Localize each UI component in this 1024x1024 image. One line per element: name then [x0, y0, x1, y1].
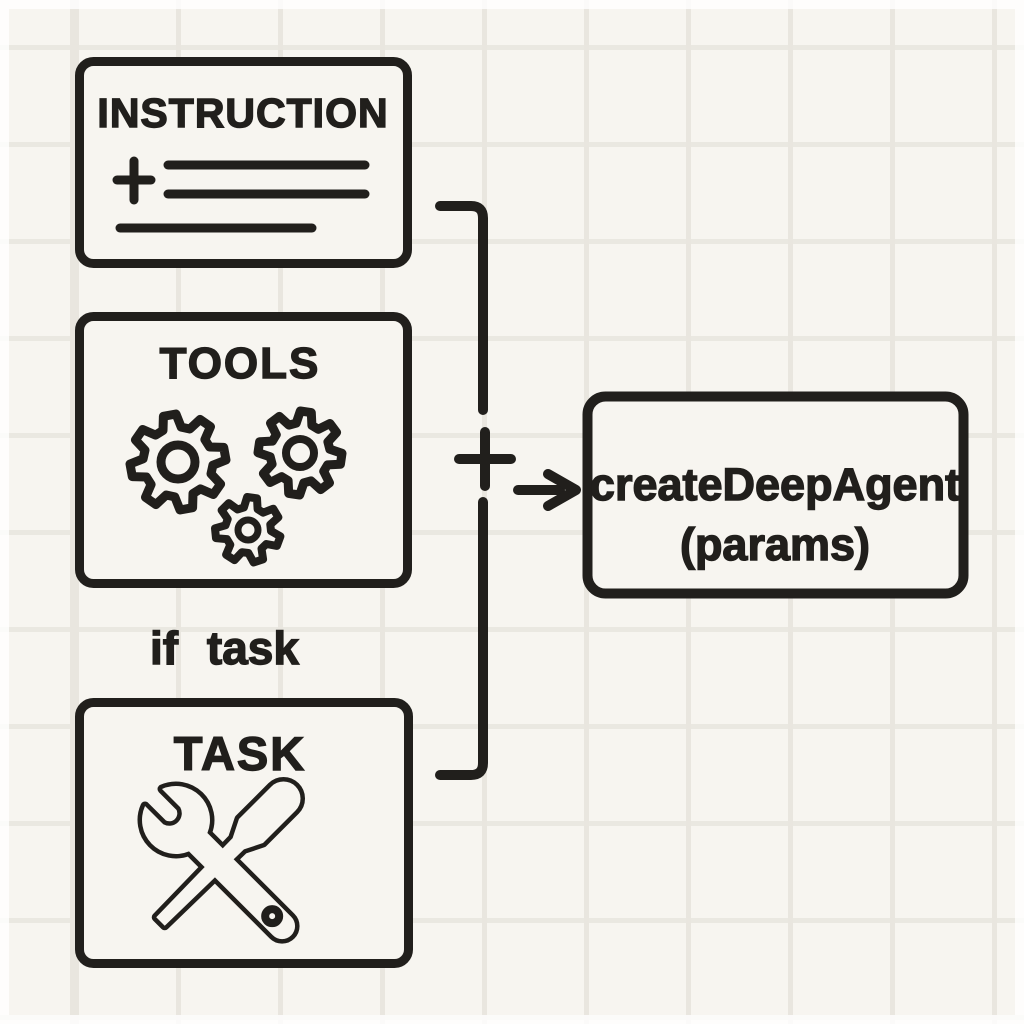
gear-center-hole	[282, 435, 318, 471]
bracket-lower-segment	[435, 497, 488, 780]
gear-icon	[211, 493, 285, 567]
instruction-box-title: INSTRUCTION	[97, 90, 388, 136]
gear-icon	[253, 406, 347, 500]
condition-label: if task	[150, 622, 299, 674]
task-box: TASK	[75, 698, 413, 968]
tools-box-border	[75, 312, 412, 588]
agent-box-title-line2: (params)	[680, 519, 870, 570]
agent-box-border	[582, 391, 969, 599]
three-gears-icon	[125, 406, 347, 567]
plus-operator-icon	[454, 427, 516, 491]
gear-center-hole	[156, 440, 200, 484]
gear-center-hole	[234, 516, 262, 544]
task-box-title: TASK	[174, 727, 306, 780]
bracket-upper-segment	[435, 201, 488, 415]
crossed-wrench-screwdriver-icon	[137, 777, 305, 944]
arrow-head	[543, 469, 581, 511]
tools-box-title: TOOLS	[160, 339, 321, 388]
arrow-icon	[513, 469, 581, 511]
plus-and-text-lines-icon	[112, 156, 370, 233]
wrench-handle-hole	[261, 905, 284, 928]
instruction-box: INSTRUCTION	[75, 57, 412, 268]
grouping-bracket	[435, 201, 488, 780]
agent-box: createDeepAgent (params)	[582, 391, 969, 599]
tools-box: TOOLS	[75, 312, 412, 588]
agent-box-title-line1: createDeepAgent	[590, 459, 960, 510]
gear-icon	[125, 409, 231, 515]
